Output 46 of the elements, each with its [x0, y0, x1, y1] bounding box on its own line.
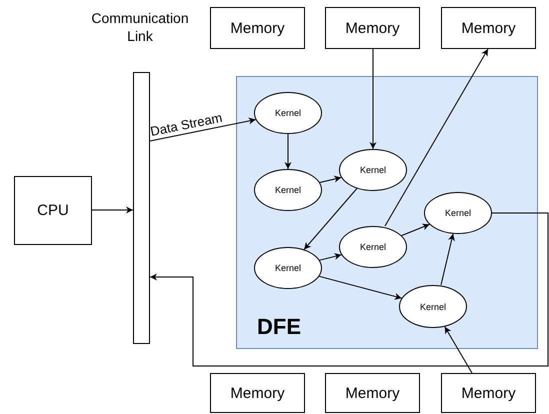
kernel-ellipse — [339, 149, 407, 191]
kernel-ellipse — [254, 247, 322, 289]
arrow — [384, 48, 488, 226]
kernel-ellipse — [399, 285, 467, 328]
arrow — [150, 118, 256, 142]
arrow — [319, 176, 342, 183]
kernel-ellipse — [254, 92, 322, 134]
kernel-label: Kernel — [444, 208, 471, 218]
component-label: Memory — [230, 384, 285, 402]
bar-title: Communication Link — [90, 9, 190, 45]
kernel-ellipse — [424, 192, 492, 234]
component-box — [210, 373, 305, 413]
arrow — [318, 276, 402, 300]
component-box — [14, 176, 92, 245]
kernel-label: Kernel — [274, 108, 301, 118]
component-label: Memory — [345, 20, 400, 36]
component-box — [325, 7, 420, 49]
component-label: Memory — [230, 20, 285, 36]
arrow — [150, 212, 548, 366]
component-box — [441, 373, 536, 413]
arrow — [284, 134, 292, 170]
kernel-label: Kernel — [360, 165, 386, 175]
arrow — [370, 48, 376, 150]
dfe-region — [236, 76, 538, 349]
component-label: Memory — [345, 384, 400, 402]
kernel-label: Kernel — [360, 242, 386, 252]
arrow — [304, 188, 358, 250]
kernel-ellipse — [339, 226, 407, 268]
kernel-label: Kernel — [274, 185, 301, 195]
arrow — [401, 224, 430, 236]
component-label: CPU — [37, 202, 69, 219]
component-label: Memory — [461, 20, 516, 36]
component-box — [325, 373, 420, 413]
arrow — [444, 326, 472, 374]
arrow — [440, 233, 455, 286]
arrow — [319, 253, 342, 261]
kernel-ellipse — [254, 169, 322, 211]
component-label: Memory — [461, 384, 516, 402]
component-box — [441, 7, 536, 49]
edge-label: Data Stream — [149, 110, 224, 139]
kernel-label: Kernel — [420, 302, 446, 312]
region-title: DFE — [257, 314, 301, 340]
kernel-label: Kernel — [274, 263, 301, 273]
component-box — [210, 7, 305, 49]
communication-bar — [133, 72, 150, 344]
arrow — [92, 206, 134, 214]
